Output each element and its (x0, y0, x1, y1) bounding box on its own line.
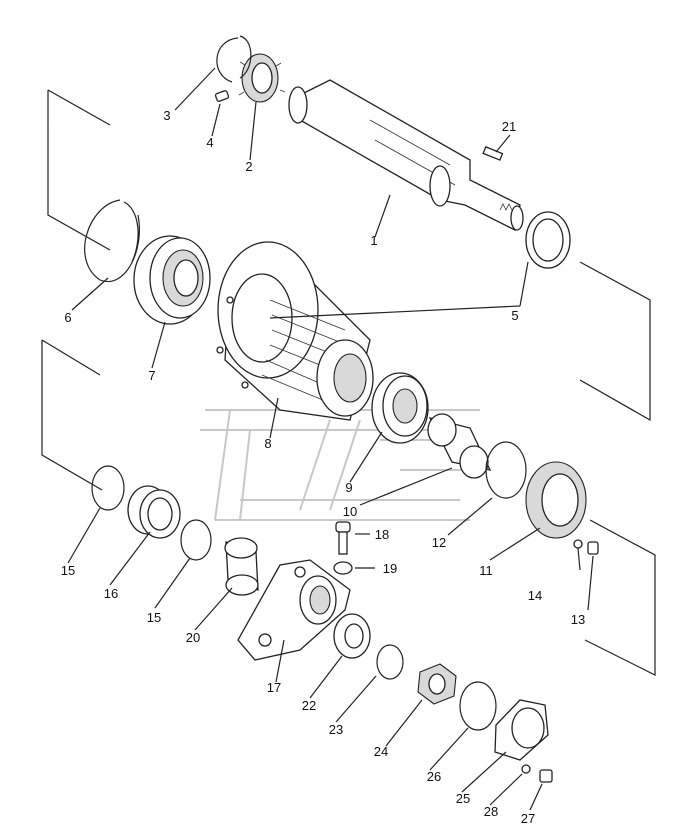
label-part-6: 6 (64, 310, 71, 325)
label-part-22: 22 (302, 698, 316, 713)
key-part-21 (482, 146, 504, 161)
leader-lines (67, 67, 594, 811)
label-part-20: 20 (186, 630, 200, 645)
o-ring-part-12 (485, 441, 527, 499)
label-part-10: 10 (343, 504, 357, 519)
bearing-part-7 (133, 235, 211, 325)
callout-labels: 1 2 3 4 5 6 7 8 9 10 11 12 13 14 15 15 1… (61, 108, 585, 826)
seal-ring-part-5 (525, 211, 571, 269)
bolt-part-27 (539, 769, 553, 783)
group-bracket-lines (41, 89, 656, 676)
hub-part-8 (216, 241, 374, 421)
lock-nut-part-2 (238, 53, 286, 103)
set-screw-part-4 (214, 90, 230, 102)
label-part-8: 8 (264, 436, 271, 451)
label-part-27: 27 (521, 811, 535, 826)
seal-part-16 (127, 485, 181, 539)
label-part-1: 1 (370, 233, 377, 248)
sleeve-part-10 (427, 413, 492, 479)
bolt-part-13 (587, 541, 599, 555)
snap-ring-part-3 (216, 35, 252, 83)
label-part-9: 9 (345, 480, 352, 495)
nut-part-24 (417, 663, 457, 705)
cover-part-25 (494, 699, 549, 761)
retaining-ring-part-6 (84, 199, 140, 283)
bolt-part-18 (335, 521, 351, 555)
washer-part-14 (573, 539, 583, 549)
label-part-7: 7 (148, 368, 155, 383)
label-part-13: 13 (571, 612, 585, 627)
lock-washer-part-23 (376, 644, 404, 680)
label-part-19: 19 (383, 561, 397, 576)
label-part-25: 25 (456, 791, 470, 806)
bearing-nut-part-11 (525, 461, 587, 539)
label-part-3: 3 (163, 108, 170, 123)
label-part-16: 16 (104, 586, 118, 601)
label-part-28: 28 (484, 804, 498, 819)
label-part-17: 17 (267, 680, 281, 695)
label-part-15a: 15 (61, 563, 75, 578)
bushing-part-20 (224, 537, 259, 596)
washer-part-28 (521, 764, 531, 774)
label-part-14: 14 (528, 588, 542, 603)
label-part-11: 11 (479, 563, 493, 578)
label-part-23: 23 (329, 722, 343, 737)
o-ring-part-15a (91, 465, 125, 511)
label-part-18: 18 (375, 527, 389, 542)
o-ring-part-15b (180, 519, 212, 561)
washer-part-22 (333, 613, 371, 659)
label-part-26: 26 (427, 769, 441, 784)
bracket-part-17 (237, 559, 351, 661)
label-part-21: 21 (502, 119, 516, 134)
label-part-15b: 15 (147, 610, 161, 625)
label-part-5: 5 (511, 308, 518, 323)
label-part-4: 4 (206, 135, 213, 150)
bearing-part-9 (371, 372, 429, 444)
label-part-12: 12 (432, 535, 446, 550)
washer-part-19 (333, 561, 353, 575)
label-part-24: 24 (374, 744, 388, 759)
shaft-part-1 (288, 79, 524, 231)
o-ring-part-26 (459, 681, 497, 731)
label-part-2: 2 (245, 159, 252, 174)
